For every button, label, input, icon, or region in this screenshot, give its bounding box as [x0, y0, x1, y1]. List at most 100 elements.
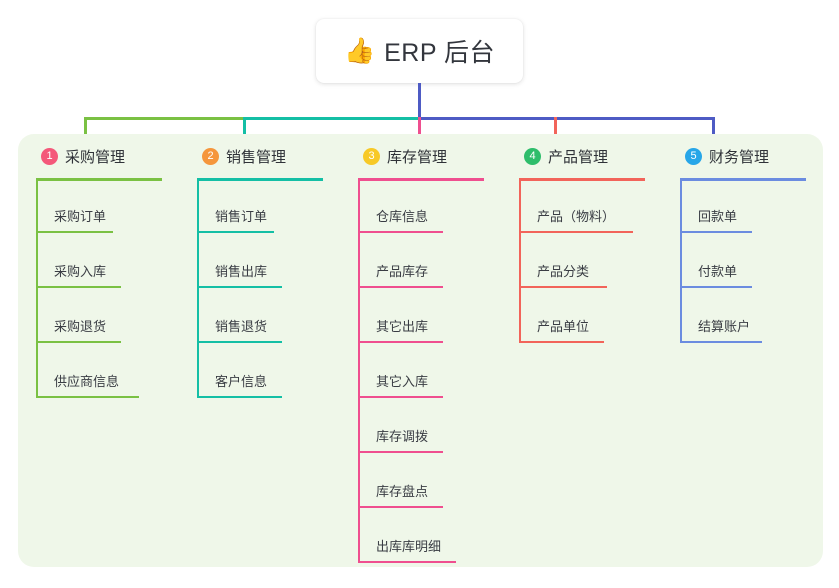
module-item-underline: [197, 396, 282, 398]
module-header-3[interactable]: 3 库存管理: [363, 143, 501, 169]
module-item[interactable]: 供应商信息: [36, 343, 166, 398]
module-item-label: 产品单位: [537, 319, 590, 334]
module-item-underline: [197, 286, 282, 288]
module-item[interactable]: 产品库存: [358, 233, 488, 288]
module-item-underline: [680, 286, 752, 288]
module-item-label: 仓库信息: [376, 209, 429, 224]
module-item-underline: [358, 231, 443, 233]
connector-drop-column-5: [712, 117, 715, 147]
module-item[interactable]: 采购订单: [36, 178, 166, 233]
module-item-label: 产品分类: [537, 264, 590, 279]
module-item[interactable]: 销售退货: [197, 288, 327, 343]
module-item-underline: [358, 396, 443, 398]
module-title: 库存管理: [387, 148, 448, 166]
module-item-label: 销售订单: [215, 209, 268, 224]
module-spine: [197, 178, 199, 398]
module-item[interactable]: 库存调拨: [358, 398, 488, 453]
module-item-label: 销售出库: [215, 264, 268, 279]
module-item-list: 销售订单销售出库销售退货客户信息: [197, 178, 327, 398]
module-item-underline: [680, 341, 762, 343]
module-item[interactable]: 产品单位: [519, 288, 649, 343]
module-header-underline: [36, 178, 162, 181]
root-node-title: ERP 后台: [384, 39, 496, 67]
module-item-underline: [519, 286, 607, 288]
module-item[interactable]: 出库库明细: [358, 508, 488, 563]
module-item[interactable]: 回款单: [680, 178, 810, 233]
module-item[interactable]: 采购入库: [36, 233, 166, 288]
module-item-label: 回款单: [698, 209, 738, 224]
connector-trunk-vertical: [418, 83, 421, 119]
module-header-1[interactable]: 1 采购管理: [41, 143, 179, 169]
module-item-list: 仓库信息产品库存其它出库其它入库库存调拨库存盘点出库库明细: [358, 178, 488, 563]
module-item-label: 结算账户: [698, 319, 751, 334]
module-item[interactable]: 客户信息: [197, 343, 327, 398]
module-item[interactable]: 产品分类: [519, 233, 649, 288]
module-item-underline: [197, 231, 274, 233]
modules-panel: [18, 134, 823, 567]
module-item-underline: [519, 341, 604, 343]
module-spine: [358, 178, 360, 563]
module-item-label: 产品库存: [376, 264, 429, 279]
connector-bus-green: [84, 117, 302, 120]
module-header-underline: [680, 178, 806, 181]
module-item-label: 库存调拨: [376, 429, 429, 444]
module-item-underline: [197, 341, 282, 343]
module-item-label: 出库库明细: [376, 539, 442, 554]
thumbs-up-icon: 👍: [343, 36, 376, 65]
module-item-label: 产品（物料）: [537, 209, 616, 224]
module-header-underline: [197, 178, 323, 181]
module-item-list: 采购订单采购入库采购退货供应商信息: [36, 178, 166, 398]
module-item[interactable]: 采购退货: [36, 288, 166, 343]
module-number-badge: 4: [524, 147, 541, 165]
module-title: 采购管理: [65, 148, 126, 166]
module-item-label: 采购退货: [54, 319, 107, 334]
module-number-badge: 1: [41, 147, 58, 165]
module-item[interactable]: 库存盘点: [358, 453, 488, 508]
module-item-label: 供应商信息: [54, 374, 120, 389]
module-item-label: 采购订单: [54, 209, 107, 224]
module-title: 产品管理: [548, 148, 609, 166]
module-column-3: 3 库存管理仓库信息产品库存其它出库其它入库库存调拨库存盘点出库库明细: [340, 134, 501, 567]
module-item[interactable]: 产品（物料）: [519, 178, 649, 233]
module-number-badge: 3: [363, 147, 380, 165]
module-item-underline: [36, 231, 113, 233]
connector-bus-teal: [243, 117, 421, 120]
module-number-badge: 2: [202, 147, 219, 165]
module-item-underline: [358, 561, 456, 563]
module-item-label: 客户信息: [215, 374, 268, 389]
connector-bus-blue: [418, 117, 715, 120]
module-item-label: 其它入库: [376, 374, 429, 389]
module-item-list: 产品（物料） 产品分类产品单位: [519, 178, 649, 343]
module-header-2[interactable]: 2 销售管理: [202, 143, 340, 169]
module-item[interactable]: 销售出库: [197, 233, 327, 288]
connector-drop-column-1: [84, 117, 87, 147]
connector-drop-column-3: [418, 117, 421, 147]
module-item-list: 回款单付款单结算账户: [680, 178, 810, 343]
connector-drop-column-2: [243, 117, 246, 147]
module-item[interactable]: 其它入库: [358, 343, 488, 398]
module-item[interactable]: 付款单: [680, 233, 810, 288]
module-item[interactable]: 其它出库: [358, 288, 488, 343]
module-item-underline: [358, 286, 443, 288]
module-item-label: 库存盘点: [376, 484, 429, 499]
module-item-underline: [358, 451, 443, 453]
module-title: 销售管理: [226, 148, 287, 166]
module-spine: [36, 178, 38, 398]
root-node-card[interactable]: 👍 ERP 后台: [316, 19, 523, 83]
module-spine: [519, 178, 521, 343]
module-item[interactable]: 仓库信息: [358, 178, 488, 233]
module-item-underline: [680, 231, 752, 233]
module-header-underline: [358, 178, 484, 181]
module-column-2: 2 销售管理销售订单销售出库销售退货客户信息: [179, 134, 340, 567]
module-item-label: 销售退货: [215, 319, 268, 334]
module-item[interactable]: 结算账户: [680, 288, 810, 343]
module-column-1: 1 采购管理采购订单采购入库采购退货供应商信息: [18, 134, 179, 567]
module-number-badge: 5: [685, 147, 702, 165]
module-column-4: 4 产品管理产品（物料） 产品分类产品单位: [501, 134, 662, 567]
module-header-4[interactable]: 4 产品管理: [524, 143, 662, 169]
module-item[interactable]: 销售订单: [197, 178, 327, 233]
module-spine: [680, 178, 682, 343]
